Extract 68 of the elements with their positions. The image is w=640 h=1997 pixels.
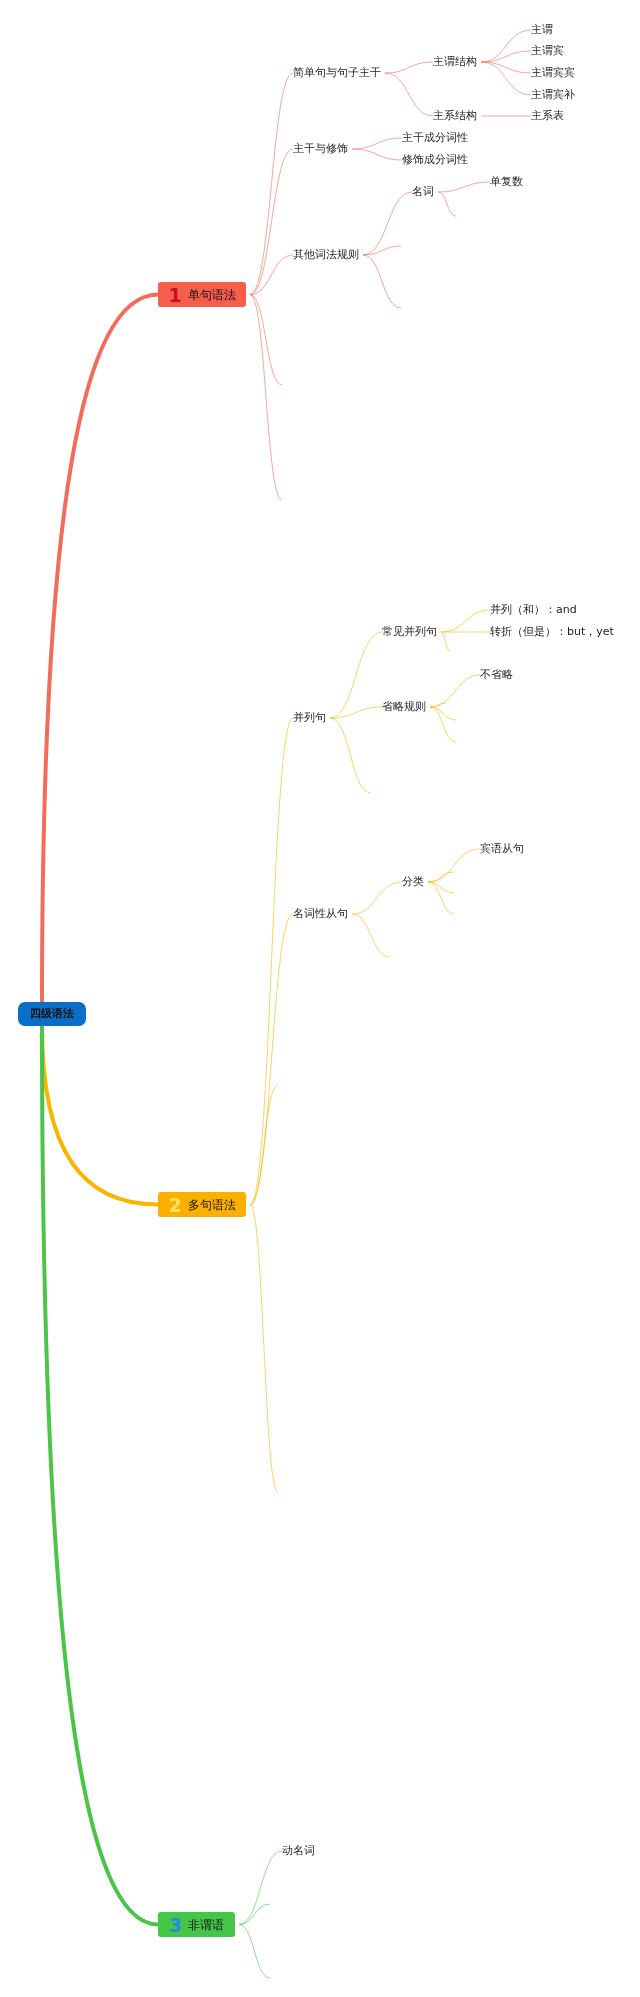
branch-line	[480, 61, 532, 96]
branch-line	[480, 115, 532, 117]
topic-title: 非谓语	[188, 1916, 225, 1933]
branch-number: 3	[168, 1914, 183, 1935]
branch-line	[429, 706, 457, 743]
branch-line	[238, 1924, 271, 1979]
branch-line	[440, 631, 451, 652]
branch-line	[427, 871, 455, 883]
subtopic-text: 并列（和）：and	[490, 602, 577, 618]
central-topic-box	[18, 1002, 86, 1026]
subtopic-text: 名词性从句	[293, 906, 348, 922]
branch-line	[249, 148, 294, 295]
subtopic-text: 主谓宾宾	[531, 65, 575, 81]
branch-number: 2	[168, 1194, 182, 1215]
branch-line	[429, 702, 447, 708]
topic-title: 四级语法	[30, 1006, 74, 1022]
branch-line	[249, 717, 294, 1205]
subtopic-text: 名词	[412, 184, 434, 200]
branch-line	[480, 61, 532, 74]
branch-line	[249, 1084, 279, 1205]
subtopic-text: 主谓宾	[531, 43, 564, 59]
branch-line	[437, 191, 457, 217]
branch-line	[427, 881, 455, 915]
topic-title: 多句语法	[187, 1196, 236, 1213]
branch-line	[384, 72, 434, 117]
main-topic-box	[158, 1912, 235, 1937]
branch-line	[40, 1026, 159, 1927]
subtopic-text: 主谓结构	[433, 54, 477, 70]
branch-line	[329, 717, 372, 794]
subtopic-text: 主谓宾补	[531, 87, 575, 103]
subtopic-text: 不省略	[480, 667, 513, 683]
subtopic-text: 转折（但是）：but，yet	[490, 624, 614, 640]
subtopic-text: 动名词	[282, 1843, 315, 1859]
topic-title: 单句语法	[187, 286, 236, 303]
subtopic-text: 宾语从句	[480, 841, 524, 857]
main-topic-box	[158, 1192, 246, 1217]
branch-line	[351, 148, 403, 161]
subtopic-text: 主系结构	[433, 108, 477, 124]
subtopic-text: 主干与修饰	[293, 141, 348, 157]
branch-line	[249, 254, 294, 295]
subtopic-text: 分类	[402, 874, 424, 890]
branch-line	[437, 181, 491, 193]
subtopic-text: 主谓	[531, 22, 553, 38]
subtopic-text: 简单句与句子主干	[293, 65, 381, 81]
branch-line	[440, 631, 491, 633]
branch-line	[249, 72, 294, 295]
branch-line	[351, 881, 403, 915]
subtopic-text: 单复数	[490, 174, 523, 190]
branch-line	[384, 61, 434, 74]
branch-line	[351, 913, 391, 958]
branch-line	[329, 706, 383, 719]
subtopic-text: 修饰成分词性	[402, 152, 468, 168]
branch-line	[249, 1204, 279, 1493]
branch-line	[249, 294, 283, 386]
subtopic-text: 常见并列句	[382, 624, 437, 640]
branch-line	[238, 1903, 271, 1925]
branch-line	[362, 254, 402, 309]
branch-line	[40, 292, 159, 1002]
branch-line	[249, 294, 283, 501]
subtopic-text: 主干成分词性	[402, 130, 468, 146]
subtopic-text: 其他词法规则	[293, 247, 359, 263]
branch-line	[427, 881, 455, 894]
branch-line	[362, 245, 402, 256]
subtopic-text: 主系表	[531, 108, 564, 124]
subtopic-text: 省略规则	[382, 699, 426, 715]
main-topic-box	[158, 282, 246, 307]
branch-number: 1	[168, 284, 182, 305]
subtopic-text: 并列句	[293, 710, 326, 726]
